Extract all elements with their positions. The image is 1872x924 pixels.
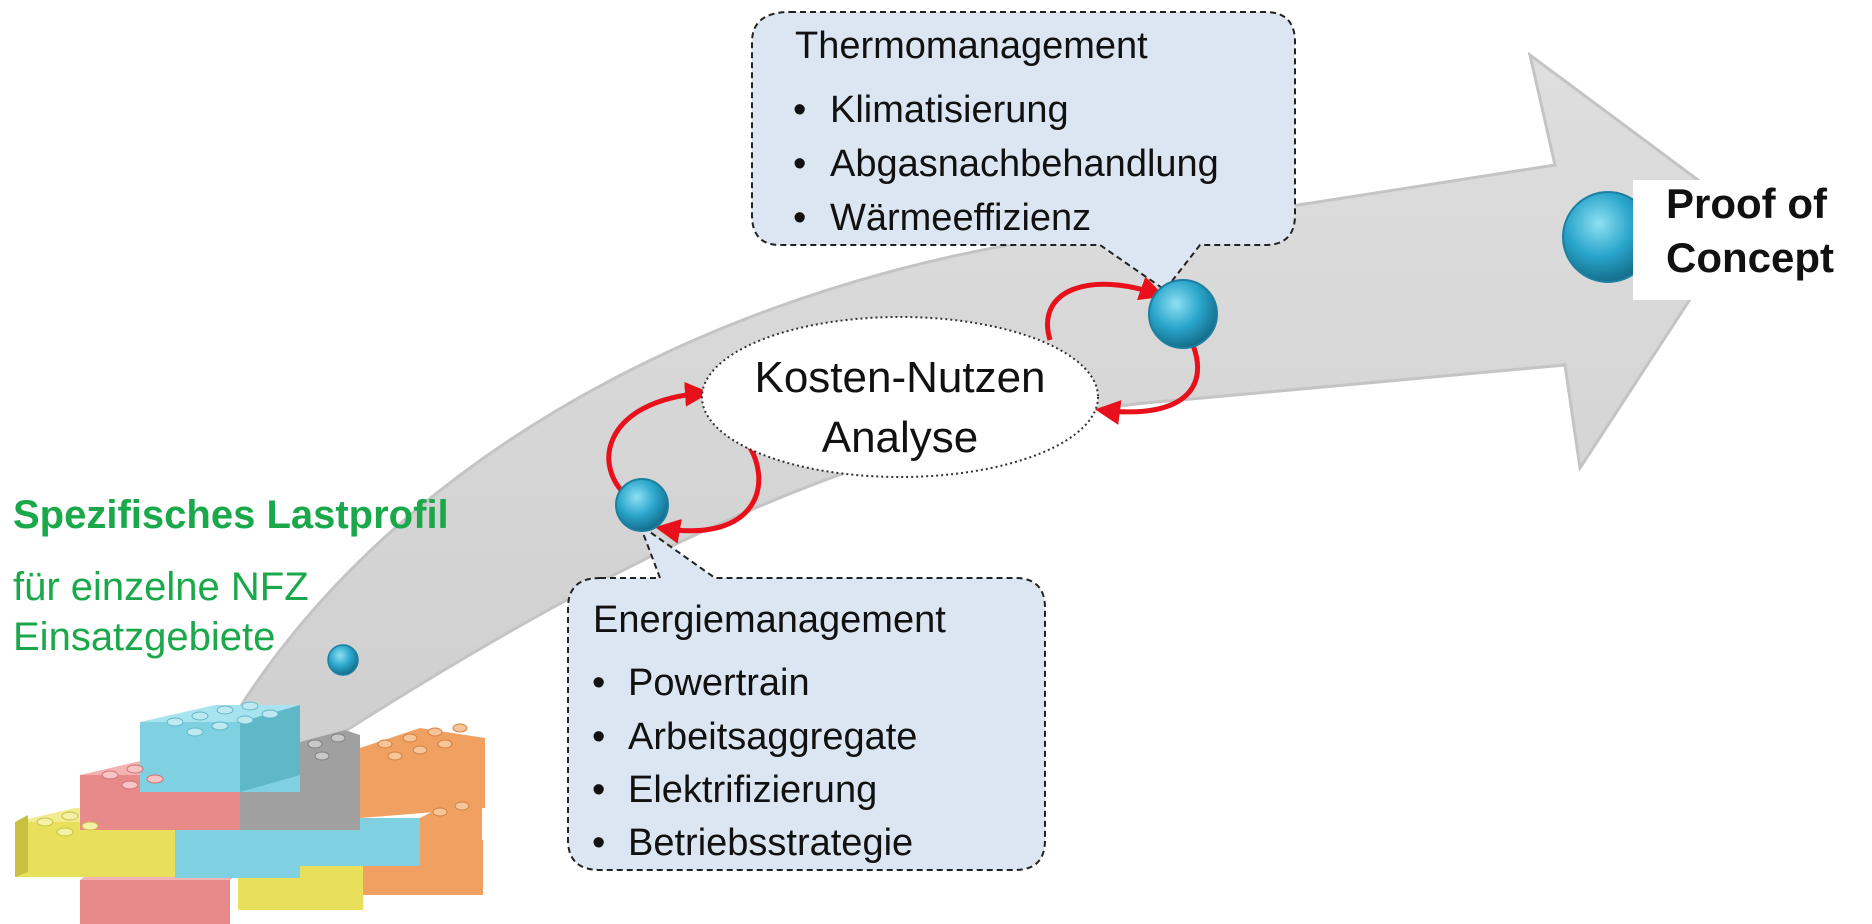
kosten-nutzen-ellipse: Kosten-Nutzen Analyse — [701, 316, 1099, 478]
start-line-1: für einzelne NFZ — [13, 565, 309, 609]
energy-bullet-1: • — [592, 662, 605, 704]
energy-item-4: Betriebsstrategie — [628, 822, 913, 864]
energy-title: Energiemanagement — [593, 599, 946, 641]
brick-orange-upper — [360, 728, 485, 818]
thermo-item-2: Abgasnachbehandlung — [830, 143, 1219, 185]
thermo-item-1: Klimatisierung — [830, 89, 1069, 131]
thermo-callout-box — [751, 11, 1296, 292]
thermomanagement-callout: Thermomanagement • Klimatisierung • Abga… — [751, 11, 1296, 292]
energy-bullet-3: • — [592, 769, 605, 811]
node-start — [327, 644, 359, 676]
energy-item-3: Elektrifizierung — [628, 769, 877, 811]
start-line-2: Einsatzgebiete — [13, 615, 275, 659]
energy-bullet-2: • — [592, 716, 605, 758]
thermo-bullet-1: • — [793, 89, 806, 131]
cycle-arrow-right-upper — [1045, 276, 1165, 341]
center-line-1: Kosten-Nutzen — [754, 353, 1045, 402]
center-line-2: Analyse — [822, 413, 979, 462]
node-thermo — [1148, 279, 1218, 349]
thermo-item-3: Wärmeeffizienz — [830, 197, 1091, 239]
thermo-title: Thermomanagement — [795, 25, 1148, 67]
cycle-arrow-right-lower — [1095, 344, 1200, 425]
energy-callout-box — [567, 522, 1046, 871]
brick-gray-upper — [240, 785, 360, 830]
brick-wall — [15, 701, 485, 924]
goal-label-bg — [1633, 180, 1863, 300]
node-energy — [615, 478, 669, 532]
goal-line-2: Concept — [1666, 234, 1834, 281]
brick-cyan-middle — [175, 830, 300, 878]
energy-item-2: Arbeitsaggregate — [628, 716, 917, 758]
energiemanagement-callout: Energiemanagement • Powertrain • Arbeits… — [567, 522, 1046, 871]
start-heading: Spezifisches Lastprofil — [13, 493, 449, 537]
thermo-bullet-3: • — [793, 197, 806, 239]
brick-cyan-top — [140, 705, 300, 792]
cycle-arrow-left-upper — [606, 381, 710, 503]
brick-orange-right — [420, 800, 482, 866]
cycle-arrow-left-lower — [655, 438, 762, 544]
thermo-bullet-2: • — [793, 143, 806, 185]
energy-item-1: Powertrain — [628, 662, 810, 704]
energy-bullet-4: • — [592, 822, 605, 864]
goal-line-1: Proof of — [1666, 180, 1828, 227]
